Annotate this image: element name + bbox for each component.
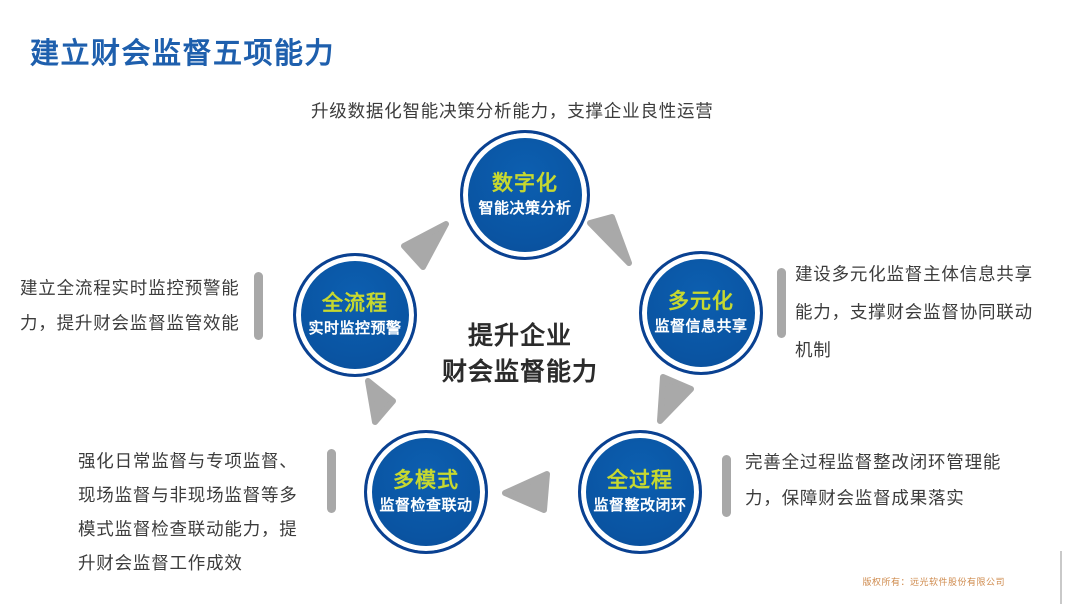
node-capability: 监督检查联动 (379, 497, 473, 514)
node-capability: 监督整改闭环 (593, 497, 687, 514)
page-title: 建立财会监督五项能力 (30, 38, 336, 70)
arrow-whole-process-to-multi-mode-icon (502, 471, 550, 513)
node-keyword: 多元化 (668, 290, 734, 313)
node-diverse: 多元化 监督信息共享 (639, 251, 763, 375)
node-keyword: 数字化 (492, 172, 558, 195)
node-capability: 智能决策分析 (478, 200, 572, 217)
arrow-full-flow-to-digital-icon (401, 221, 449, 270)
copyright-text: 版权所有：远光软件股份有限公司 (862, 577, 1005, 587)
node-multi-mode: 多模式 监督检查联动 (364, 430, 488, 554)
accent-bar-diverse (777, 268, 786, 338)
node-capability: 实时监控预警 (308, 320, 402, 337)
node-keyword: 多模式 (393, 469, 459, 492)
node-full-flow: 全流程 实时监控预警 (293, 253, 417, 377)
accent-bar-full-flow (254, 272, 263, 340)
center-goal-line1: 提升企业 (467, 322, 572, 350)
annotation-digital: 升级数据化智能决策分析能力，支撑企业良性运营 (311, 101, 714, 121)
node-keyword: 全流程 (322, 292, 388, 315)
node-digital: 数字化 智能决策分析 (460, 130, 590, 260)
node-keyword: 全过程 (607, 469, 673, 492)
annotation-multi-mode: 强化日常监督与专项监督、 现场监督与非现场监督等多 模式监督检查联动能力，提 升… (78, 451, 298, 573)
right-edge-divider (1060, 551, 1062, 604)
node-whole-process: 全过程 监督整改闭环 (578, 430, 702, 554)
annotation-diverse: 建设多元化监督主体信息共享 能力，支撑财会监督协同联动 机制 (795, 264, 1033, 360)
annotation-full-flow: 建立全流程实时监控预警能 力，提升财会监督监管效能 (20, 278, 240, 333)
center-goal-label: 提升企业 财会监督能力 (410, 318, 630, 390)
center-goal-line2: 财会监督能力 (441, 358, 598, 386)
arrow-multi-mode-to-full-flow-icon (365, 378, 396, 425)
node-capability: 监督信息共享 (654, 318, 748, 335)
arrow-diverse-to-whole-process-icon (657, 374, 694, 424)
accent-bar-whole-process (722, 455, 731, 517)
arrow-digital-to-diverse-icon (587, 214, 632, 266)
accent-bar-multi-mode (327, 449, 336, 513)
annotation-whole-process: 完善全过程监督整改闭环管理能 力，保障财会监督成果落实 (745, 452, 1002, 508)
